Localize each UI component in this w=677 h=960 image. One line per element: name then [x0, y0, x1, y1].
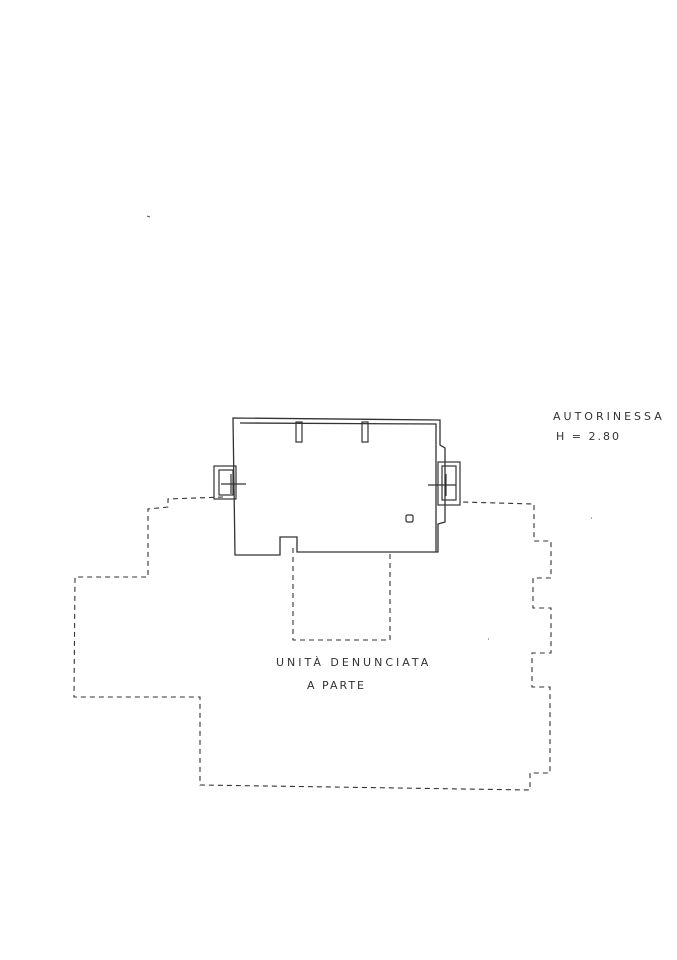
wall-pillars — [295, 421, 369, 443]
garage-walls — [232, 417, 446, 556]
left-niche-outer — [213, 465, 237, 500]
pillar-left — [295, 421, 303, 443]
adjacent-unit-label-line1: UNITÀ DENUNCIATA — [276, 656, 432, 669]
scan-specks — [146, 215, 592, 640]
left-niche — [213, 465, 246, 500]
garage-outer-wall — [232, 417, 446, 556]
adjacent-unit-boundary — [73, 496, 552, 791]
garage-inner-wall — [239, 422, 437, 552]
right-niche — [428, 461, 461, 506]
floor-drain-symbol — [405, 514, 414, 523]
left-niche-inner — [218, 469, 234, 496]
room-height-label: H = 2.80 — [556, 430, 621, 443]
right-niche-outer — [437, 461, 461, 506]
adjacent-unit-outline — [73, 496, 552, 791]
room-name-label: AUTORINESSA — [553, 410, 665, 423]
adjacent-unit-label-line2: A PARTE — [307, 679, 366, 692]
inner-dashed-rectangle — [292, 548, 391, 641]
pillar-right — [361, 421, 369, 443]
right-niche-inner — [441, 465, 457, 501]
